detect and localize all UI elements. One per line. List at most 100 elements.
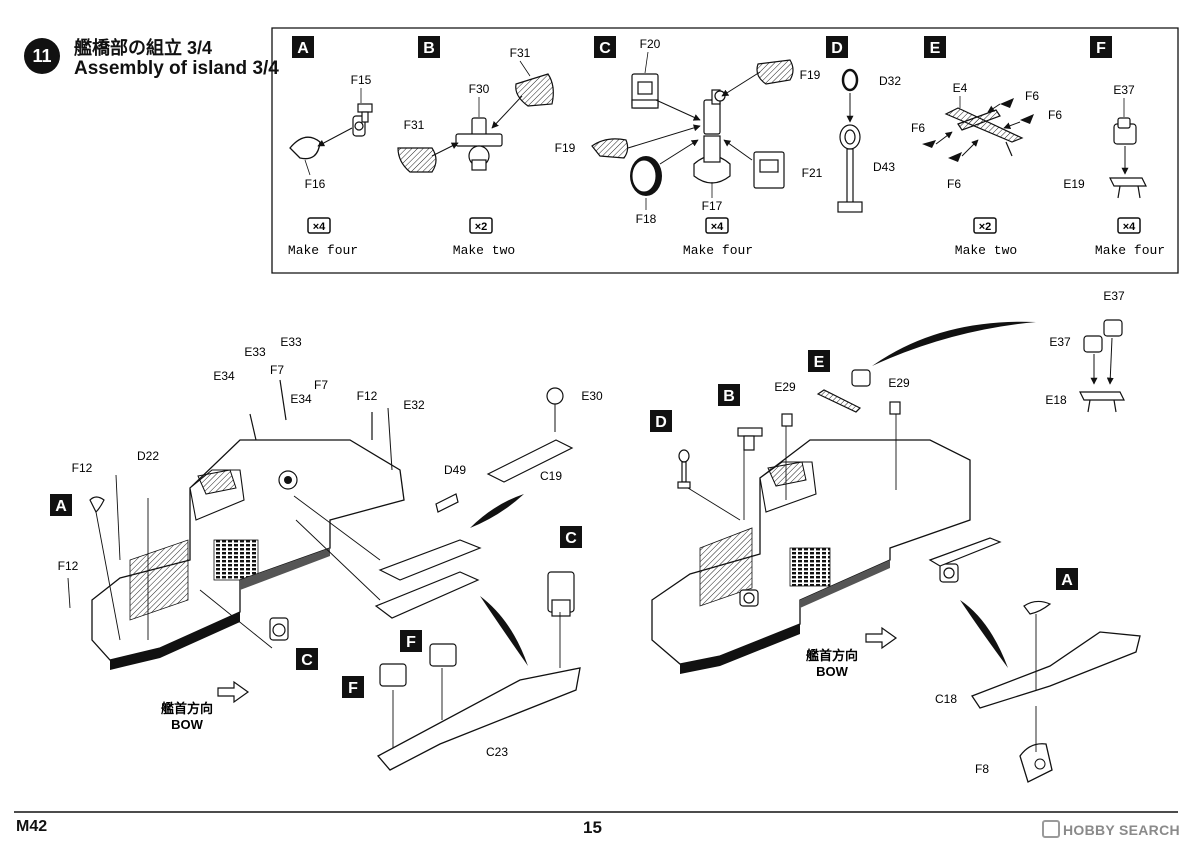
count-label: ×4 [1123,221,1136,233]
part-label: E4 [953,81,968,95]
part-f31-left-illustration [397,147,437,173]
count-badge [973,217,997,234]
part-label: E34 [213,369,235,383]
part-c18-illustration [971,631,1141,709]
watermark: HOBBY SEARCH [1042,820,1180,838]
rail-part [374,571,480,619]
part-label: F31 [404,118,425,132]
part-label: F12 [58,559,79,573]
count-badge [705,217,729,234]
subassembly-f-badge [1090,36,1112,58]
watermark-logo-icon [1042,820,1060,838]
subassembly-d-letter: D [831,40,843,57]
part-e37-illustration [1113,117,1137,145]
part-label: E33 [280,335,302,349]
part-label: D43 [873,160,895,174]
left-island-assembly: E33 E33 E34 F7 F7 E34 F12 E32 E30 F12 D2… [50,335,603,771]
bow-label-english: BOW [816,664,849,679]
subassembly-c-letter: C [599,40,611,57]
rail-part [378,539,482,581]
subassembly-c-badge [594,36,616,58]
part-label: F6 [911,121,925,135]
part-label: F6 [947,177,961,191]
part-label: E29 [774,380,796,394]
callout-badge: F [348,680,358,697]
subassembly-d: D D32 D43 [826,36,901,213]
part-label: F20 [640,37,661,51]
part-label: E32 [403,398,425,412]
subassembly-e: E E4 F6 F6 F6 F6 ×2 Make two [911,36,1062,258]
subassembly-c: C [555,36,823,258]
part-f6-illustration [1020,114,1034,124]
part-e19-illustration [1109,177,1147,187]
part-d32-illustration [841,68,859,92]
bow-label-japanese: 艦首方向 [806,648,858,663]
bow-label-english: BOW [171,717,204,732]
part-label: E19 [1063,177,1085,191]
subassembly-d-badge [826,36,848,58]
part-label: E18 [1045,393,1067,407]
instruction-label: Make four [683,243,753,258]
callout-badge: A [1061,572,1073,589]
part-c19-illustration [486,439,574,483]
part-f6-illustration [922,140,936,148]
subassembly-a-badge [292,36,314,58]
callout-badge: D [655,414,667,431]
part-label: D49 [444,463,466,477]
part-label: E34 [290,392,312,406]
bow-label-japanese: 艦首方向 [161,701,213,716]
part-label: E33 [244,345,266,359]
count-label: ×2 [979,221,992,233]
subassembly-e-badge [924,36,946,58]
step-number-badge: 11 [24,38,60,74]
step-title-japanese: 艦橋部の組立 3/4 [74,38,213,58]
part-mast-illustration [703,89,726,135]
part-f31-right-illustration [515,73,554,107]
subassembly-f-letter: F [1096,40,1106,57]
part-f6-illustration [948,152,962,162]
instruction-label: Make two [955,243,1017,258]
part-f19-left-illustration [591,138,629,159]
part-f6-illustration [1000,98,1014,108]
subassembly-e-attached [816,389,862,413]
right-island-assembly: E37 E37 E18 E29 E29 C18 F8 B E D A 艦首方向 … [650,289,1141,783]
part-label: E37 [1103,289,1125,303]
part-label: E37 [1049,335,1071,349]
part-label: F31 [510,46,531,60]
count-badge [307,217,331,234]
part-label: F30 [469,82,490,96]
part-label: F6 [1025,89,1039,103]
part-f20-illustration [631,73,659,109]
page-number: 15 [583,818,602,837]
count-label: ×4 [711,221,724,233]
instruction-label: Make four [1095,243,1165,258]
part-label: F19 [555,141,576,155]
part-e18-assembly [1079,319,1125,413]
subassembly-b-badge [418,36,440,58]
watermark-text: HOBBY SEARCH [1063,822,1180,838]
step-title-english: Assembly of island 3/4 [74,58,279,79]
part-label: D22 [137,449,159,463]
part-d43-illustration [837,124,863,213]
callout-badge: B [723,388,735,405]
part-label: E29 [888,376,910,390]
subassembly-b-letter: B [423,40,435,57]
part-f30-illustration [455,117,503,171]
part-label: F7 [270,363,284,377]
subassembly-b-attached [737,427,763,451]
bow-direction-arrow [865,626,898,650]
part-label: F15 [351,73,372,87]
part-label: F6 [1048,108,1062,122]
part-label: E37 [1113,83,1135,97]
part-f15-illustration [352,103,373,137]
callout-badge: A [55,498,67,515]
callout-badge: F [406,634,416,651]
part-c23-illustration [376,667,581,771]
instruction-label: Make four [288,243,358,258]
part-label: F16 [305,177,326,191]
subassembly-panel [271,27,1179,274]
subassembly-a-letter: A [297,40,309,57]
part-label: E30 [581,389,603,403]
part-label: F17 [702,199,723,213]
